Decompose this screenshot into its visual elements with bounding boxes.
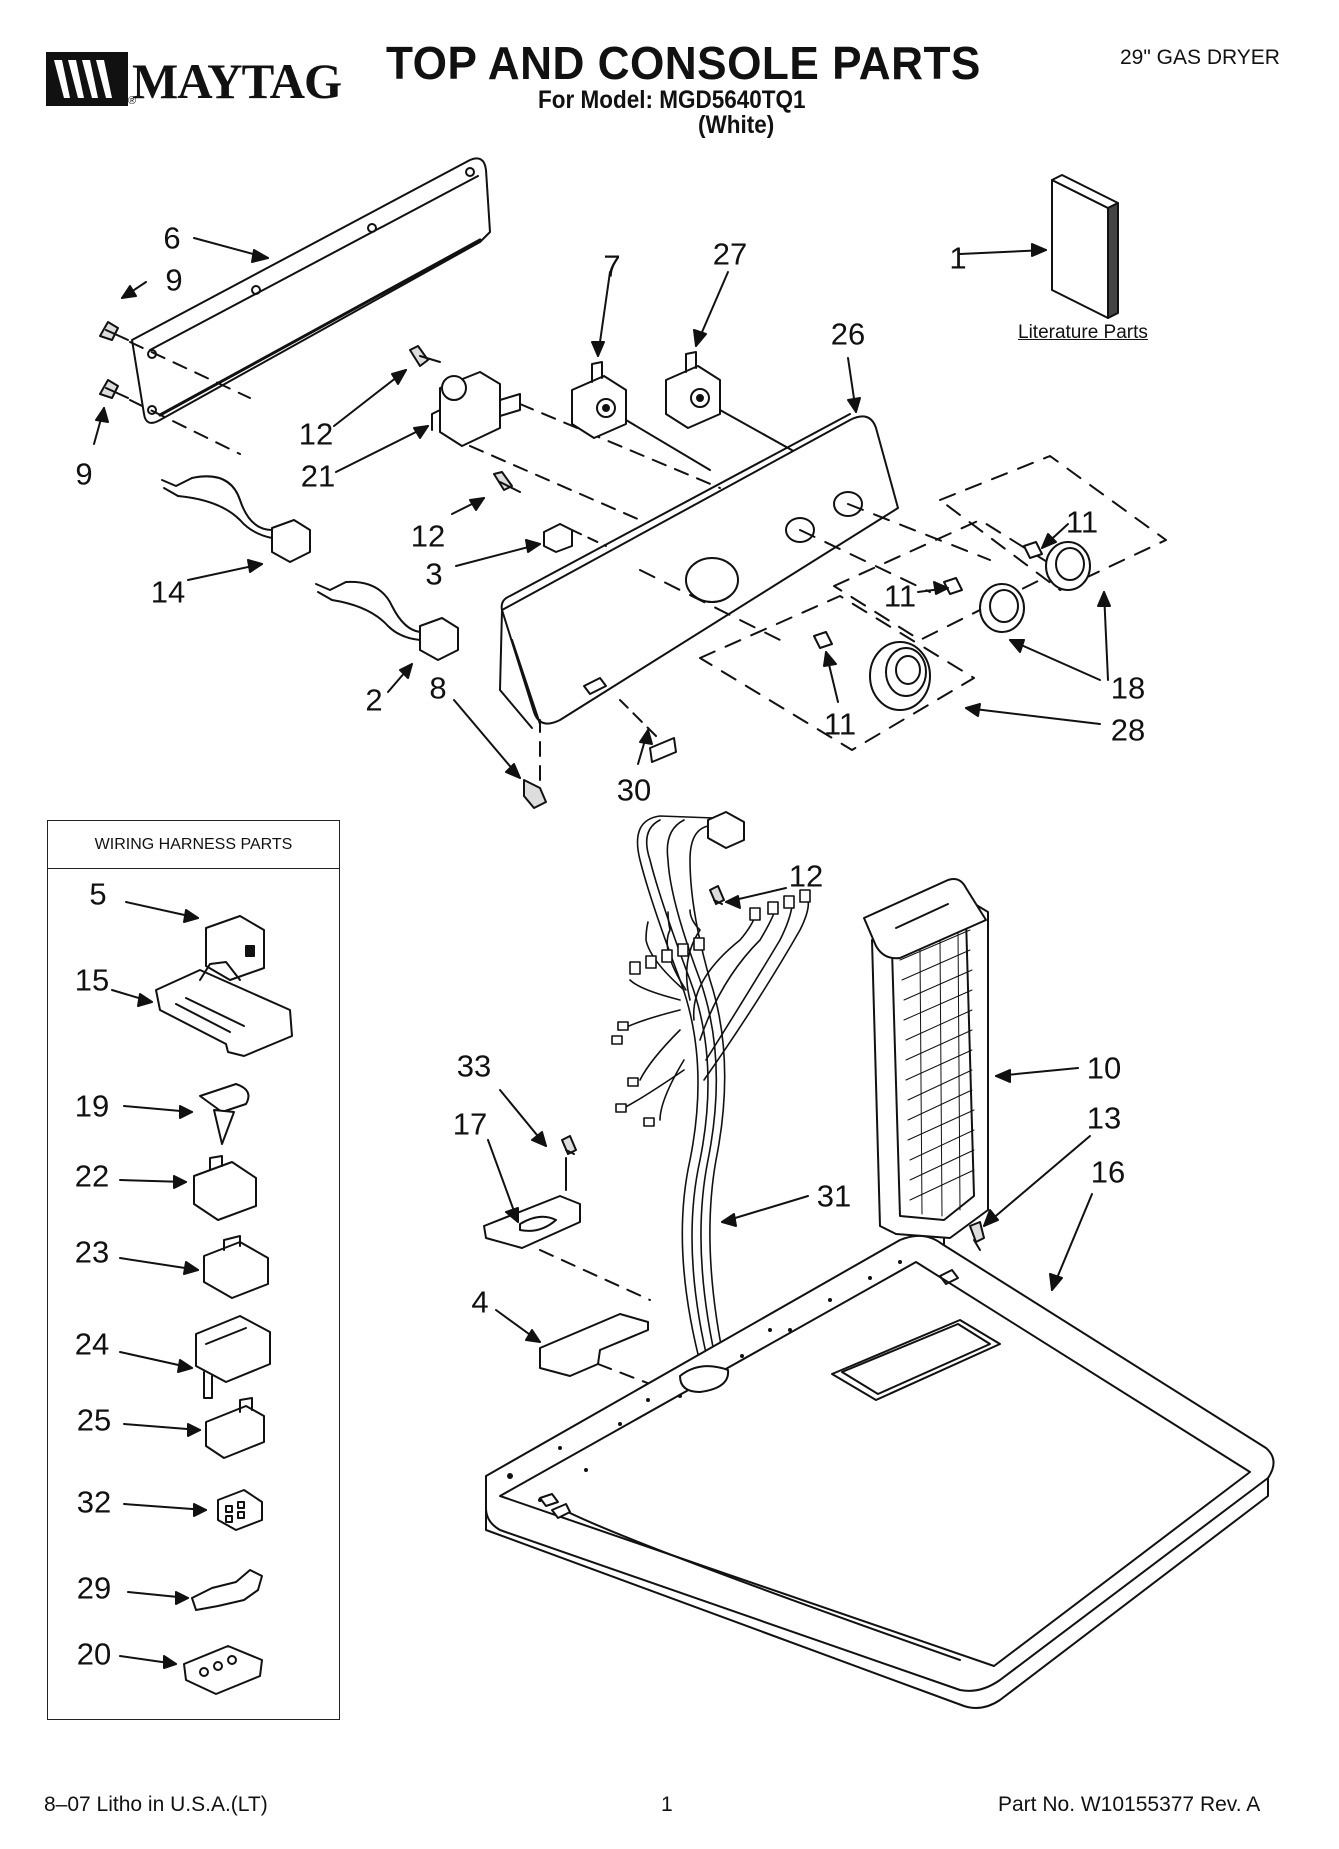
callout-16: 16 <box>1090 1154 1126 1190</box>
callout-14: 14 <box>150 574 186 610</box>
dryer-knob-icon <box>869 541 1091 711</box>
callout-20: 20 <box>76 1636 112 1672</box>
callout-23: 23 <box>74 1234 110 1270</box>
control-console-icon <box>499 413 899 729</box>
callout-8: 8 <box>429 670 447 706</box>
color-line: (White) <box>698 111 775 139</box>
harness-part-20-icon <box>183 1645 263 1695</box>
dryer-top-panel-icon <box>485 1234 1275 1709</box>
registered-mark: ® <box>128 95 137 107</box>
harness-part-29-icon <box>191 1569 263 1611</box>
label-icon <box>649 737 677 763</box>
callout-15: 15 <box>74 962 110 998</box>
product-type: 29" GAS DRYER <box>1120 46 1280 69</box>
harness-part-25-icon <box>205 1397 265 1459</box>
callout-24: 24 <box>74 1326 110 1362</box>
callout-9: 9 <box>75 456 93 492</box>
callout-32: 32 <box>76 1484 112 1520</box>
screw-icon <box>561 1135 577 1155</box>
screw-icon <box>969 1221 985 1251</box>
leader-arrows <box>93 237 1111 1669</box>
literature-parts-label: Literature Parts <box>1018 322 1148 343</box>
callout-9: 9 <box>165 262 183 298</box>
footer-part-number: Part No. W10155377 Rev. A <box>998 1793 1261 1816</box>
callout-25: 25 <box>76 1402 112 1438</box>
wiring-harness-parts-box: WIRING HARNESS PARTS <box>47 820 340 1720</box>
screw-icon <box>409 345 441 367</box>
maytag-logo-emblem-icon <box>46 52 128 106</box>
footer-page-number: 1 <box>661 1793 673 1816</box>
callout-12: 12 <box>410 518 446 554</box>
control-switch-icon <box>571 351 721 439</box>
callout-19: 19 <box>74 1088 110 1124</box>
harness-part-24-icon <box>195 1315 271 1399</box>
main-wire-harness-icon <box>611 811 811 1371</box>
lint-filter-icon <box>863 878 989 1239</box>
callout-7: 7 <box>603 248 621 284</box>
model-line: For Model: MGD5640TQ1 <box>538 86 806 114</box>
harness-part-15-icon <box>155 961 293 1057</box>
callout-12: 12 <box>788 858 824 894</box>
screw-icon <box>493 471 521 493</box>
callout-13: 13 <box>1086 1100 1122 1136</box>
clip-icon <box>523 779 547 809</box>
callout-33: 33 <box>456 1048 492 1084</box>
harness-box-title: WIRING HARNESS PARTS <box>48 821 339 869</box>
callout-11: 11 <box>883 578 917 614</box>
brand-wordmark: MAYTAG <box>132 53 342 109</box>
callout-31: 31 <box>816 1178 852 1214</box>
callout-27: 27 <box>712 236 748 272</box>
callout-1: 1 <box>949 240 967 276</box>
callout-12: 12 <box>298 416 334 452</box>
screw-icon <box>99 321 129 399</box>
callout-11: 11 <box>823 706 857 742</box>
callout-18: 18 <box>1110 670 1146 706</box>
harness-part-5-icon <box>205 915 265 981</box>
callout-6: 6 <box>163 220 181 256</box>
wire-harness-icon <box>161 475 459 661</box>
callout-28: 28 <box>1110 712 1146 748</box>
callout-26: 26 <box>830 316 866 352</box>
callout-4: 4 <box>471 1284 489 1320</box>
rotary-switch-icon <box>431 371 521 447</box>
callout-11: 11 <box>1065 504 1099 540</box>
screw-icon <box>709 885 725 905</box>
harness-part-22-icon <box>193 1155 257 1221</box>
callout-5: 5 <box>89 876 107 912</box>
callout-21: 21 <box>300 458 336 494</box>
page-title: TOP AND CONSOLE PARTS <box>386 37 981 89</box>
callout-30: 30 <box>616 772 652 808</box>
footer-litho: 8–07 Litho in U.S.A.(LT) <box>44 1793 268 1816</box>
literature-book-icon <box>1051 174 1119 319</box>
callout-10: 10 <box>1086 1050 1122 1086</box>
rear-panel-icon <box>131 157 491 424</box>
callout-3: 3 <box>425 556 443 592</box>
callout-17: 17 <box>452 1106 488 1142</box>
knob-clip-icon <box>813 541 1043 649</box>
callout-22: 22 <box>74 1158 110 1194</box>
bracket-icon <box>483 1195 581 1249</box>
switch-block-icon <box>543 523 573 553</box>
harness-part-19-icon <box>199 1083 250 1145</box>
harness-part-23-icon <box>203 1235 269 1299</box>
callout-2: 2 <box>365 682 383 718</box>
harness-part-32-icon <box>217 1489 263 1531</box>
callout-29: 29 <box>76 1570 112 1606</box>
mounting-plate-icon <box>539 1313 649 1377</box>
